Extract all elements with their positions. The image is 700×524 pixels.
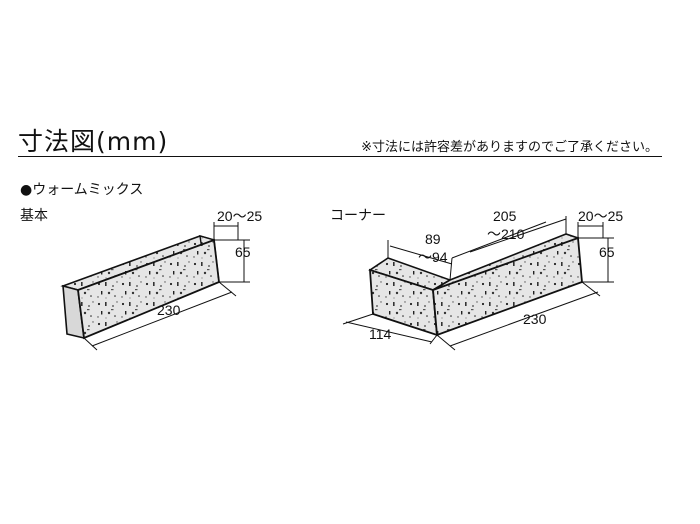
corner-short-length-dimension: 114 — [369, 326, 392, 342]
corner-dimension-lines — [342, 216, 614, 351]
corner-long-length-dimension: 230 — [523, 311, 547, 327]
corner-long-top-dimension-line2: ～210 — [487, 226, 525, 242]
basic-brick — [60, 235, 220, 340]
corner-brick — [368, 233, 583, 337]
page-title: 寸法図(mm) — [18, 127, 169, 156]
basic-depth-dimension: 20～25 — [217, 208, 263, 224]
title-underline — [18, 156, 662, 157]
corner-short-top-dimension-line2: ～94 — [418, 249, 448, 265]
tolerance-note: ※寸法には許容差がありますのでご了承ください。 — [361, 140, 658, 155]
basic-dimension-lines — [83, 222, 250, 351]
basic-label: 基本 — [20, 208, 48, 224]
variant-label: ●ウォームミックス — [20, 182, 144, 198]
corner-long-top-dimension-line1: 205 — [493, 208, 517, 224]
corner-short-top-dimension-line1: 89 — [425, 231, 441, 247]
corner-label: コーナー — [330, 208, 386, 224]
corner-height-dimension: 65 — [599, 244, 615, 260]
basic-height-dimension: 65 — [235, 244, 251, 260]
basic-length-dimension: 230 — [157, 302, 181, 318]
corner-depth-dimension: 20～25 — [578, 208, 624, 224]
